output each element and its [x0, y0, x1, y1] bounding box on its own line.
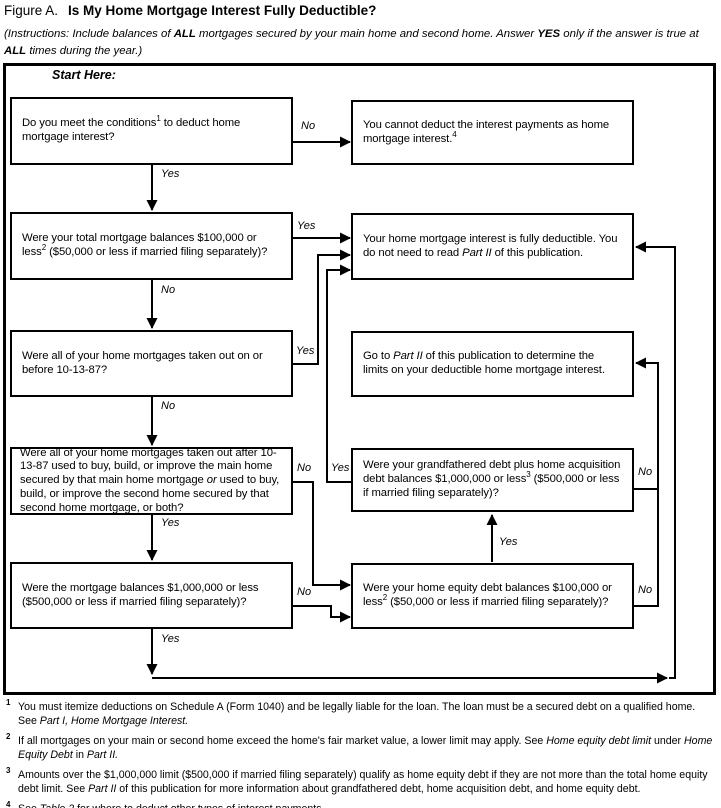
box-conditions-question: Do you meet the conditions1 to deduct ho… — [10, 97, 293, 165]
footnote-4: 4 See Table 2 for where to deduct other … — [4, 800, 717, 808]
box-grandfathered-question-text: Were your grandfathered debt plus home a… — [363, 459, 621, 499]
edge-label-yes: Yes — [499, 536, 518, 548]
edge-label-yes: Yes — [161, 168, 180, 180]
box-home-equity-question: Were your home equity debt balances $100… — [351, 563, 634, 629]
box-total-balances-question-text: Were your total mortgage balances $100,0… — [22, 232, 268, 258]
box-cannot-deduct-result-text: You cannot deduct the interest payments … — [363, 118, 610, 145]
box-grandfathered-question: Were your grandfathered debt plus home a… — [351, 448, 634, 512]
box-balances-1m-question: Were the mortgage balances $1,000,000 or… — [10, 562, 293, 629]
box-before-87-question-text: Were all of your home mortgages taken ou… — [22, 349, 263, 376]
edge-label-yes: Yes — [297, 220, 316, 232]
box-balances-1m-question-text: Were the mortgage balances $1,000,000 or… — [22, 581, 259, 608]
edge-label-no: No — [161, 284, 176, 296]
box-after-87-question-text: Were all of your home mortgages taken ou… — [20, 446, 280, 514]
footnote-1-number: 1 — [6, 698, 11, 707]
footnote-1: 1 You must itemize deductions on Schedul… — [4, 698, 717, 728]
footnote-4-number: 4 — [6, 800, 11, 808]
footnote-3-number: 3 — [6, 766, 11, 776]
footnote-3-text: Amounts over the $1,000,000 limit ($500,… — [18, 769, 708, 795]
edge-label-yes: Yes — [296, 345, 315, 357]
box-after-87-question: Were all of your home mortgages taken ou… — [10, 447, 293, 515]
footnotes-section: 1 You must itemize deductions on Schedul… — [4, 698, 717, 808]
flowchart-frame — [3, 63, 716, 695]
footnote-3: 3 Amounts over the $1,000,000 limit ($50… — [4, 766, 717, 796]
box-total-balances-question: Were your total mortgage balances $100,0… — [10, 212, 293, 280]
edge-label-no: No — [638, 584, 653, 596]
edge-label-yes: Yes — [161, 633, 180, 645]
start-here-label: Start Here: — [52, 68, 116, 82]
page-title: Figure A. Is My Home Mortgage Interest Fu… — [4, 3, 376, 18]
box-go-to-part-ii-result-text: Go to Part II of this publication to det… — [363, 350, 605, 376]
edge-label-no: No — [297, 462, 312, 474]
box-fully-deductible-result: Your home mortgage interest is fully ded… — [351, 213, 634, 280]
footnote-2: 2 If all mortgages on your main or secon… — [4, 732, 717, 762]
box-cannot-deduct-result: You cannot deduct the interest payments … — [351, 100, 634, 165]
edge-label-yes: Yes — [331, 462, 350, 474]
box-fully-deductible-result-text: Your home mortgage interest is fully ded… — [363, 232, 618, 259]
box-home-equity-question-text: Were your home equity debt balances $100… — [363, 582, 612, 608]
figure-label: Figure A. — [4, 3, 59, 18]
edge-label-no: No — [161, 400, 176, 412]
footnote-1-text: You must itemize deductions on Schedule … — [18, 701, 696, 727]
figure-title-text: Is My Home Mortgage Interest Fully Deduc… — [68, 3, 377, 18]
box-before-87-question: Were all of your home mortgages taken ou… — [10, 330, 293, 397]
footnote-2-number: 2 — [6, 732, 11, 742]
footnote-2-text: If all mortgages on your main or second … — [18, 735, 713, 761]
instructions-text: (Instructions: Include balances of ALL m… — [4, 28, 699, 57]
edge-label-no: No — [297, 586, 312, 598]
edge-label-no: No — [638, 466, 653, 478]
box-conditions-question-text: Do you meet the conditions1 to deduct ho… — [22, 114, 241, 143]
edge-label-no: No — [301, 120, 316, 132]
footnote-4-text: See Table 2 for where to deduct other ty… — [18, 803, 324, 808]
edge-label-yes: Yes — [161, 517, 180, 529]
box-go-to-part-ii-result: Go to Part II of this publication to det… — [351, 331, 634, 397]
